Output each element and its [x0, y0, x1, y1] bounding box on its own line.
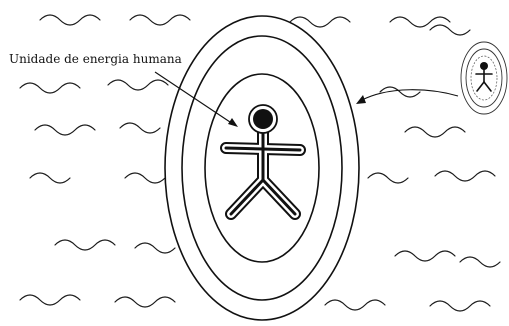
wave [115, 297, 175, 307]
wave [405, 127, 465, 137]
wave [30, 173, 70, 183]
wave [290, 17, 350, 27]
human-figure-icon [226, 105, 300, 214]
wave [130, 15, 190, 25]
distant-human-figure-icon [461, 42, 507, 114]
energy-unit-label: Unidade de energia humana [9, 52, 182, 66]
wave [368, 173, 408, 183]
wave [125, 173, 165, 183]
wave [20, 295, 80, 305]
wave [430, 25, 470, 35]
wave [55, 240, 115, 250]
wave [460, 257, 500, 267]
wave [20, 83, 80, 93]
wave [435, 171, 495, 181]
label-arrow [155, 72, 238, 127]
wave [40, 15, 100, 25]
wave [108, 80, 168, 90]
wave [395, 251, 455, 261]
wave [430, 301, 490, 311]
wave [35, 125, 95, 135]
wave [325, 300, 385, 310]
wave [120, 123, 160, 133]
wave [135, 243, 175, 253]
